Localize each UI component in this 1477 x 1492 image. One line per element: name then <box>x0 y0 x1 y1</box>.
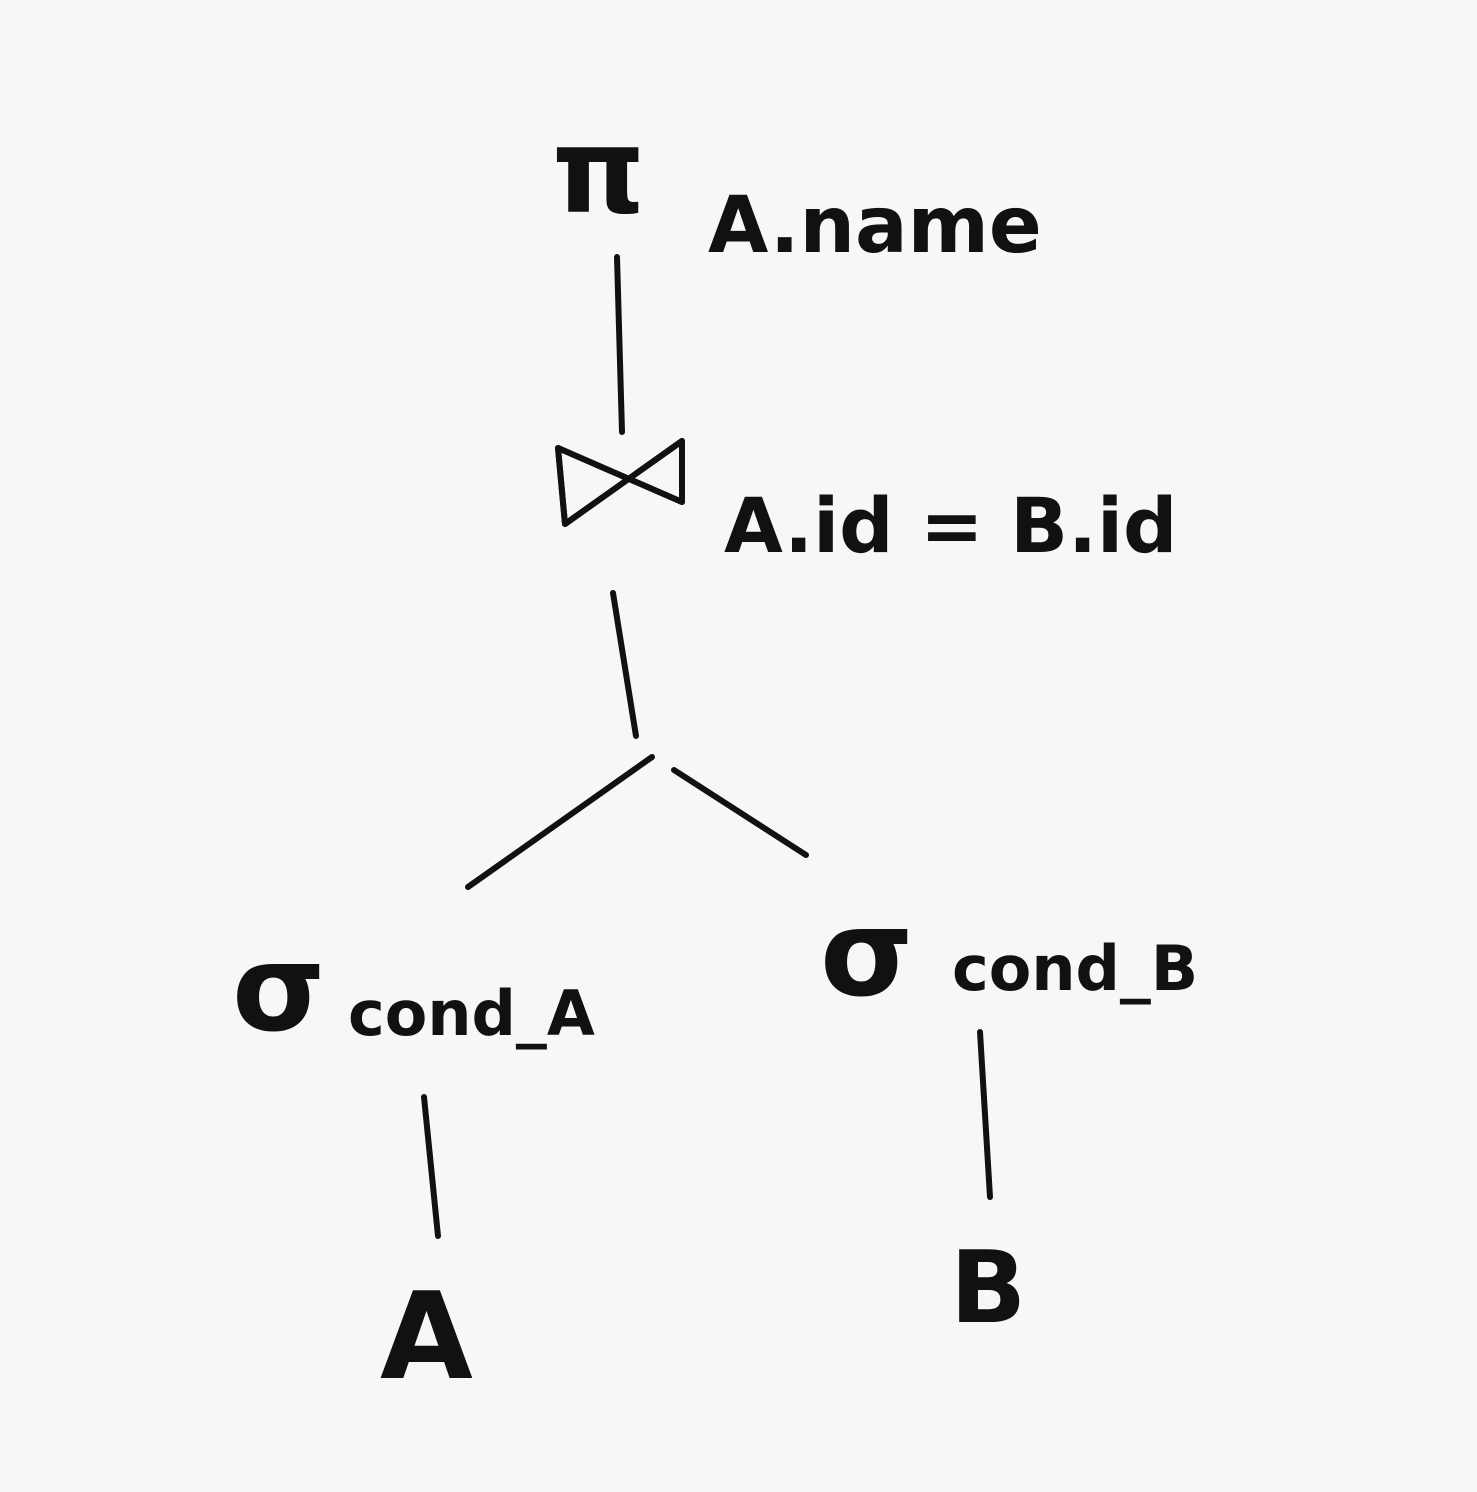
join-condition: A.id = B.id <box>724 481 1177 570</box>
edge-selection-left-relation <box>421 1094 441 1239</box>
relation-left: A <box>380 1268 473 1407</box>
edge-projection-join <box>614 254 625 435</box>
join-node: A.id = B.id <box>555 438 1177 570</box>
join-symbol <box>555 438 685 527</box>
selection-right-condition: cond_B <box>952 932 1198 1005</box>
projection-node: π A.name <box>552 102 1042 271</box>
projection-attribute: A.name <box>708 181 1042 271</box>
selection-right-node: σ cond_B <box>820 885 1198 1024</box>
edge-selection-right-relation <box>977 1029 993 1200</box>
selection-left-node: σ cond_A <box>232 920 595 1059</box>
relation-right: B <box>950 1229 1026 1346</box>
selection-left-symbol: σ <box>232 920 325 1059</box>
edge-branch-right <box>671 767 809 858</box>
edge-branch-left <box>465 754 655 890</box>
projection-symbol: π <box>552 102 645 240</box>
selection-left-condition: cond_A <box>348 977 595 1050</box>
edge-join-branch <box>610 590 639 739</box>
selection-right-symbol: σ <box>820 885 913 1024</box>
